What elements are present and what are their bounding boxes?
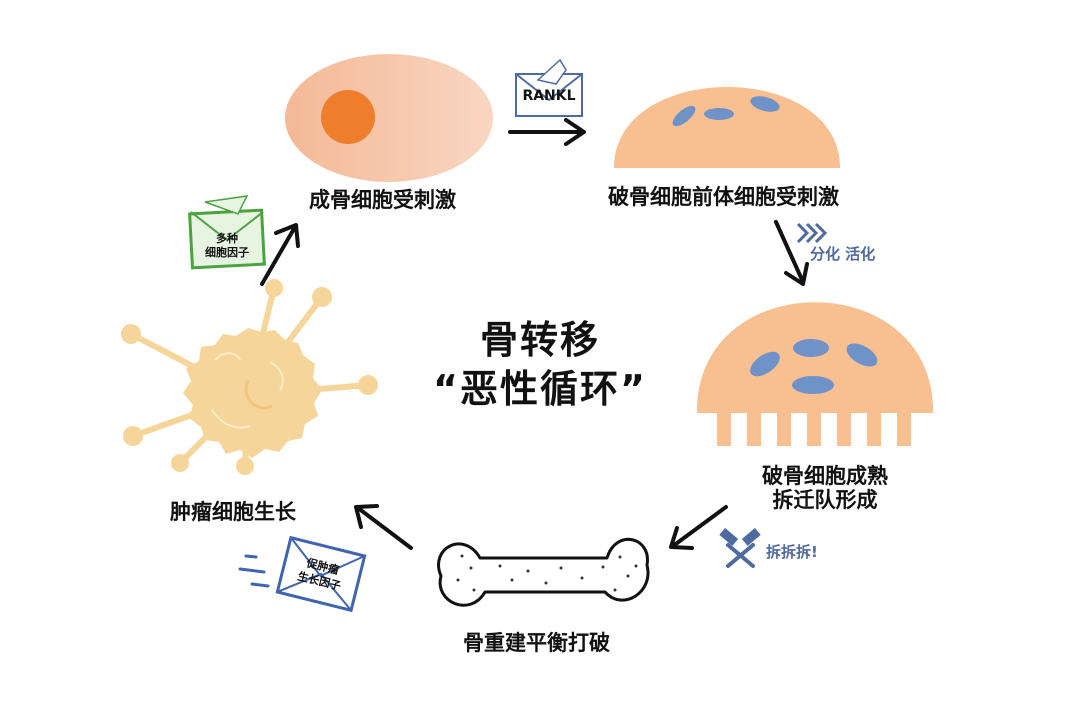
cytokine-label-line1: 多种 [216,231,238,245]
page-title: 骨转移 “恶性循环” [420,316,660,415]
bone-label: 骨重建平衡打破 [463,631,610,655]
hammer-icon [719,528,761,568]
tumor-cell [121,279,378,475]
rankl-label: RANKL [522,88,575,104]
growth-factor-envelope-icon: 促肿瘤 生长因子 [275,535,367,613]
osteoclast-precursor-cell [614,87,840,168]
tumor-label: 肿瘤细胞生长 [170,500,296,524]
differentiate-note: 分化 活化 [810,245,876,263]
mature-osteoclast-cell [697,302,933,446]
cytokine-label-line2: 细胞因子 [205,245,249,259]
precursor-nucleus [750,96,780,112]
bone-shape [437,537,650,607]
precursor-nucleus [704,108,734,120]
arrow-tumor-to-osteoblast [260,223,300,286]
precursor-nucleus [672,105,696,127]
precursor-label: 破骨细胞前体细胞受刺激 [608,185,839,209]
chevron-right-icon [796,222,828,244]
arrow-bone-to-tumor [354,504,413,550]
osteoclast-nucleus [792,376,834,394]
title-line2: “恶性循环” [433,367,647,412]
demolish-note: 拆拆拆! [766,543,818,561]
arrow-osteoblast-to-precursor [508,118,586,146]
osteoblast-label: 成骨细胞受刺激 [309,188,456,212]
osteoclast-nucleus [750,351,780,377]
arrow-precursor-to-mature [774,220,809,286]
mature-osteoclast-label: 破骨细胞成熟 拆迁队形成 [750,464,900,512]
mature-label-line2: 拆迁队形成 [772,488,878,513]
mature-label-line1: 破骨细胞成熟 [762,464,888,488]
osteoclast-nucleus [793,339,829,357]
cytokine-envelope-icon: 多种 细胞因子 [188,195,266,270]
title-line1: 骨转移 [479,318,600,362]
motion-lines-icon [238,554,270,588]
arrow-mature-to-bone [669,505,728,550]
osteoclast-nucleus [846,343,878,367]
osteoblast-cell [285,54,493,182]
rankl-envelope-icon: RANKL [515,58,583,117]
cycle-arrows [260,118,809,550]
osteoblast-nucleus [321,90,375,144]
